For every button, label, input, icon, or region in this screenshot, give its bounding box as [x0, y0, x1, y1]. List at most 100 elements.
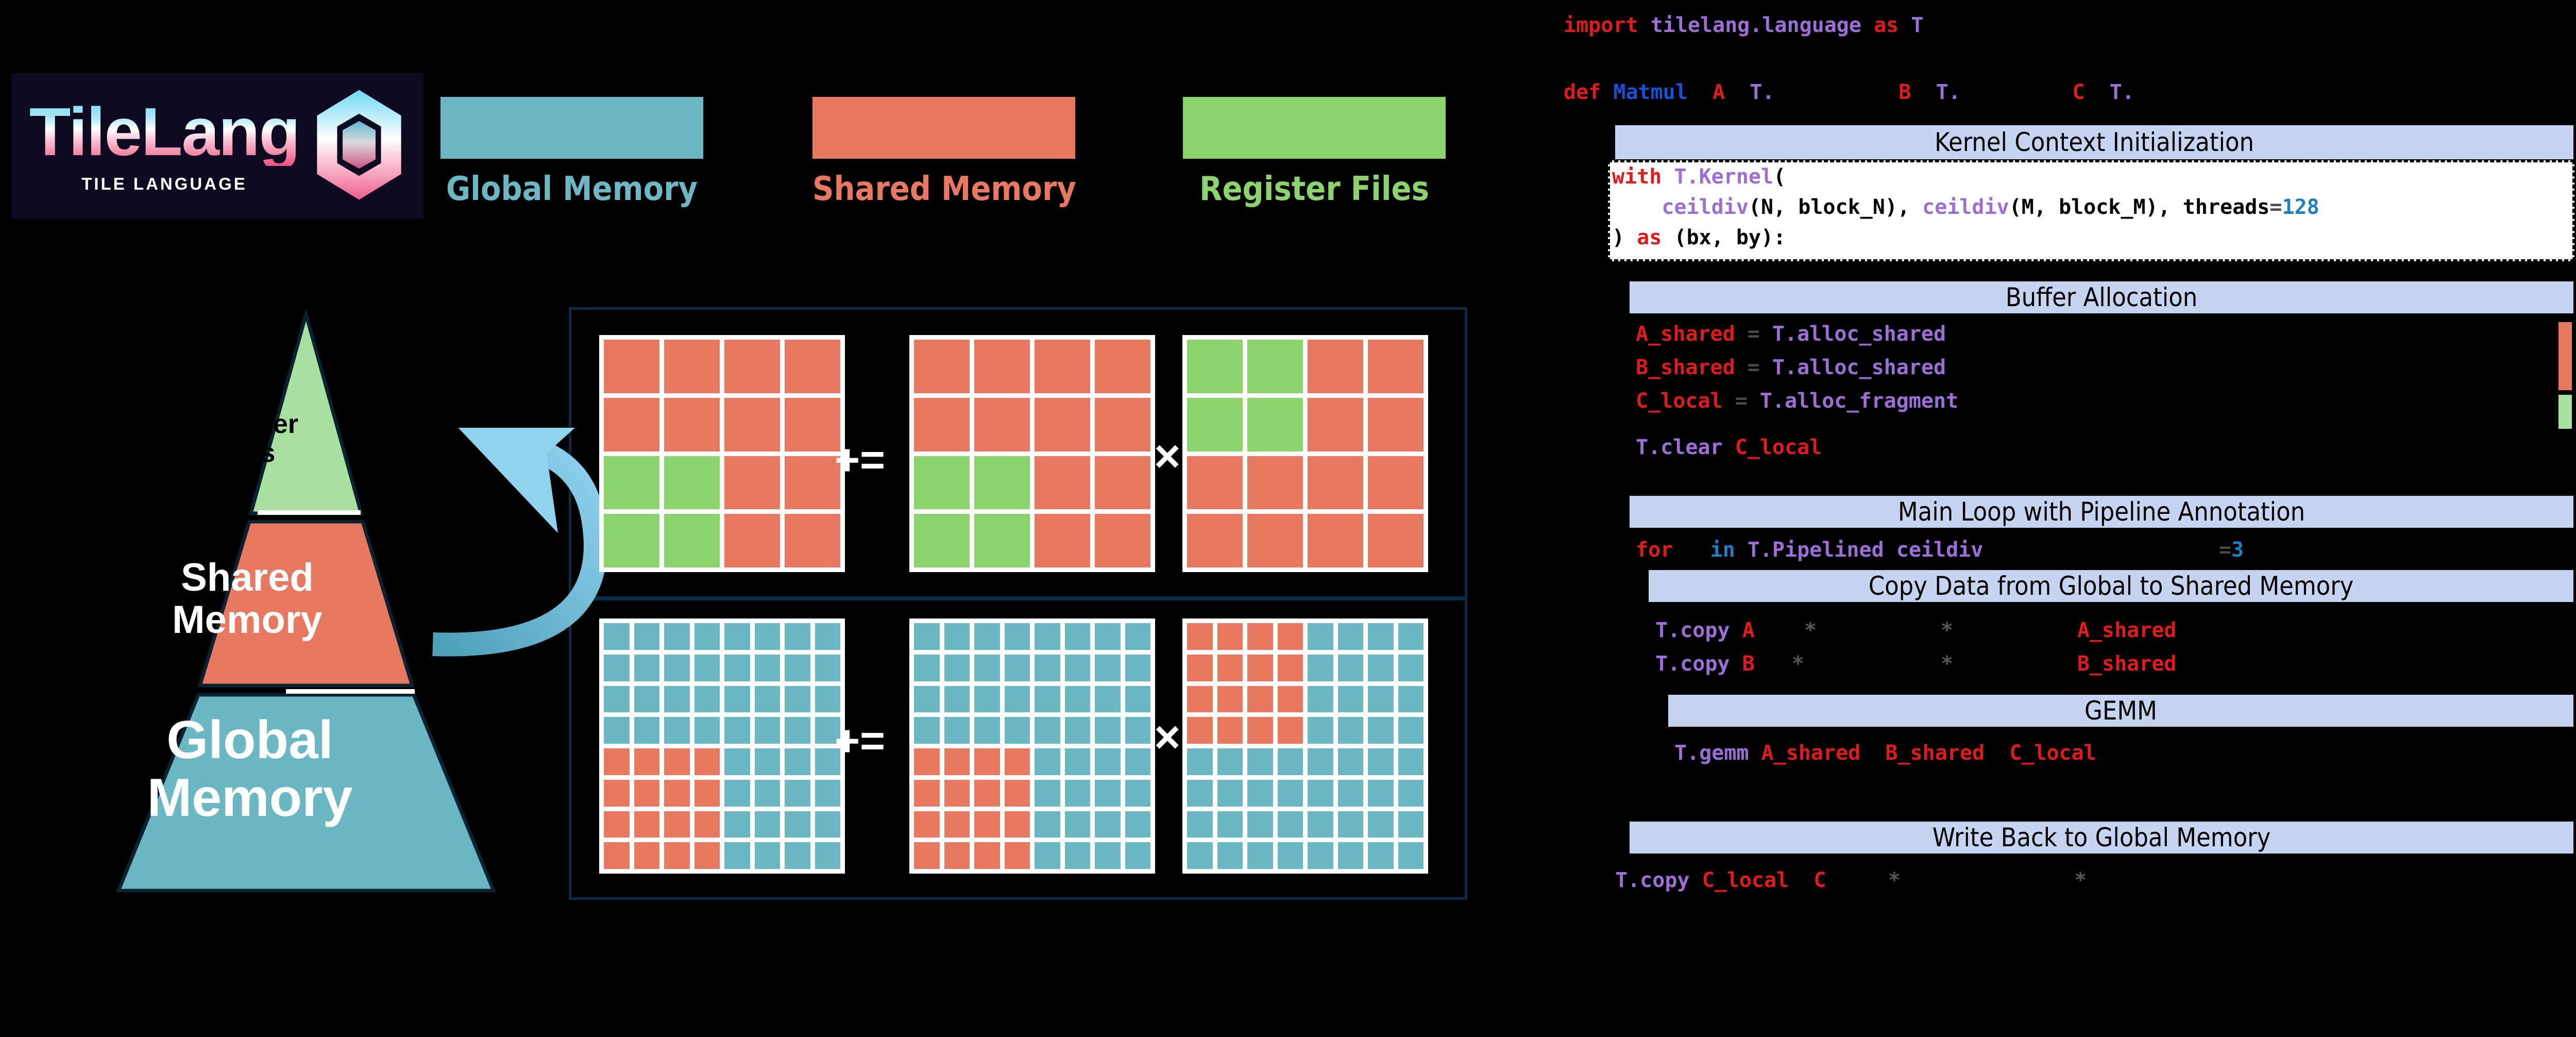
grid-cell: [914, 623, 940, 650]
grid-cell: [944, 748, 970, 775]
grid-cell: [724, 811, 750, 838]
grid-cell: [1337, 623, 1363, 650]
grid-cell: [974, 397, 1030, 451]
grid-cell: [724, 748, 750, 775]
grid-cell: [1247, 748, 1273, 775]
legend-swatch-register-files: [1183, 97, 1446, 159]
grid-cell: [1398, 842, 1423, 869]
grid-cell: [1064, 717, 1090, 744]
grid-cell: [914, 811, 940, 838]
grid-a-shared: [909, 618, 1155, 874]
grid-cell: [754, 685, 780, 713]
grid-cell: [944, 654, 970, 681]
grid-cell: [1064, 654, 1090, 681]
grid-cell: [974, 779, 1000, 807]
grid-cell: [1308, 717, 1333, 744]
pyramid-level-global-memory: [115, 693, 497, 893]
grid-cell: [1035, 623, 1060, 650]
grid-cell: [1217, 811, 1243, 838]
grid-cell: [634, 842, 659, 869]
grid-cell: [914, 842, 940, 869]
grid-cell: [1004, 842, 1030, 869]
buffer-swatch-register: [2558, 395, 2572, 429]
grid-cell: [754, 717, 780, 744]
legend-label-global-memory: Global Memory: [446, 170, 698, 208]
grid-cell: [1095, 397, 1150, 451]
legend-swatch-global-memory: [440, 97, 703, 159]
grid-cell: [1004, 623, 1030, 650]
operator-plus-equals-top: +=: [835, 436, 886, 484]
grid-cell: [664, 397, 720, 451]
grid-cell: [604, 340, 659, 393]
grid-cell: [1095, 685, 1121, 713]
legend-item-shared-memory: Shared Memory: [812, 97, 1076, 208]
section-header-main-loop: Main Loop with Pipeline Annotation: [1630, 496, 2573, 528]
grid-cell: [1368, 397, 1423, 451]
grid-cell: [1004, 654, 1030, 681]
section-header-kernel-context-initialization: Kernel Context Initialization: [1615, 125, 2573, 159]
grid-cell: [604, 779, 630, 807]
grid-cell: [634, 685, 659, 713]
legend-swatch-shared-memory: [812, 97, 1075, 159]
grid-cell: [1277, 811, 1303, 838]
grid-cell: [914, 779, 940, 807]
grid-cell: [694, 685, 720, 713]
grid-cell: [724, 779, 750, 807]
grid-cell: [754, 779, 780, 807]
grid-cell: [815, 623, 840, 650]
grid-cell: [1125, 748, 1150, 775]
grid-cell: [664, 456, 720, 510]
grid-cell: [944, 779, 970, 807]
grid-cell: [974, 717, 1000, 744]
grid-cell: [604, 514, 659, 567]
grid-cell: [1398, 779, 1423, 807]
grid-cell: [1187, 748, 1213, 775]
grid-cell: [1095, 623, 1121, 650]
grid-cell: [1247, 623, 1273, 650]
kernel-context-code-box: [1608, 160, 2574, 261]
grid-cell: [1308, 340, 1363, 393]
grid-cell: [664, 779, 690, 807]
grid-cell: [1277, 685, 1303, 713]
grid-cell: [914, 685, 940, 713]
grid-cell: [754, 842, 780, 869]
grid-cell: [914, 717, 940, 744]
grid-cell: [815, 654, 840, 681]
grid-cell: [1337, 779, 1363, 807]
grid-cell: [1368, 779, 1394, 807]
grid-cell: [914, 397, 970, 451]
grid-cell: [974, 685, 1000, 713]
grid-cell: [604, 654, 630, 681]
grid-cell: [1187, 717, 1213, 744]
code-line-as-bx-by: ) as (bx, by):: [1612, 226, 1786, 249]
grid-cell: [1035, 654, 1060, 681]
grid-cell: [664, 717, 690, 744]
grid-cell: [1217, 654, 1243, 681]
grid-cell: [1035, 456, 1090, 510]
grid-cell: [914, 456, 970, 510]
code-line-a-shared-alloc: A_shared = T.alloc_shared: [1636, 322, 1946, 346]
grid-cell: [914, 748, 940, 775]
grid-cell: [604, 717, 630, 744]
grid-cell: [974, 748, 1000, 775]
grid-a-register: [909, 335, 1155, 572]
grid-cell: [1398, 717, 1423, 744]
memory-hierarchy-pyramid: [52, 309, 577, 897]
grid-cell: [1308, 397, 1363, 451]
grid-cell: [1247, 340, 1303, 393]
legend-label-shared-memory: Shared Memory: [812, 170, 1076, 208]
grid-cell: [1125, 717, 1150, 744]
grid-cell: [1125, 685, 1150, 713]
grid-cell: [1247, 685, 1273, 713]
grid-cell: [1095, 811, 1121, 838]
grid-cell: [1095, 654, 1121, 681]
grid-cell: [724, 514, 780, 567]
grid-cell: [1095, 748, 1121, 775]
grid-cell: [1247, 811, 1273, 838]
grid-cell: [1247, 456, 1303, 510]
grid-cell: [694, 654, 720, 681]
section-header-buffer-allocation: Buffer Allocation: [1630, 281, 2573, 313]
logo-subtitle: TILE LANGUAGE: [81, 174, 247, 193]
grid-cell: [724, 717, 750, 744]
grid-cell: [1004, 748, 1030, 775]
